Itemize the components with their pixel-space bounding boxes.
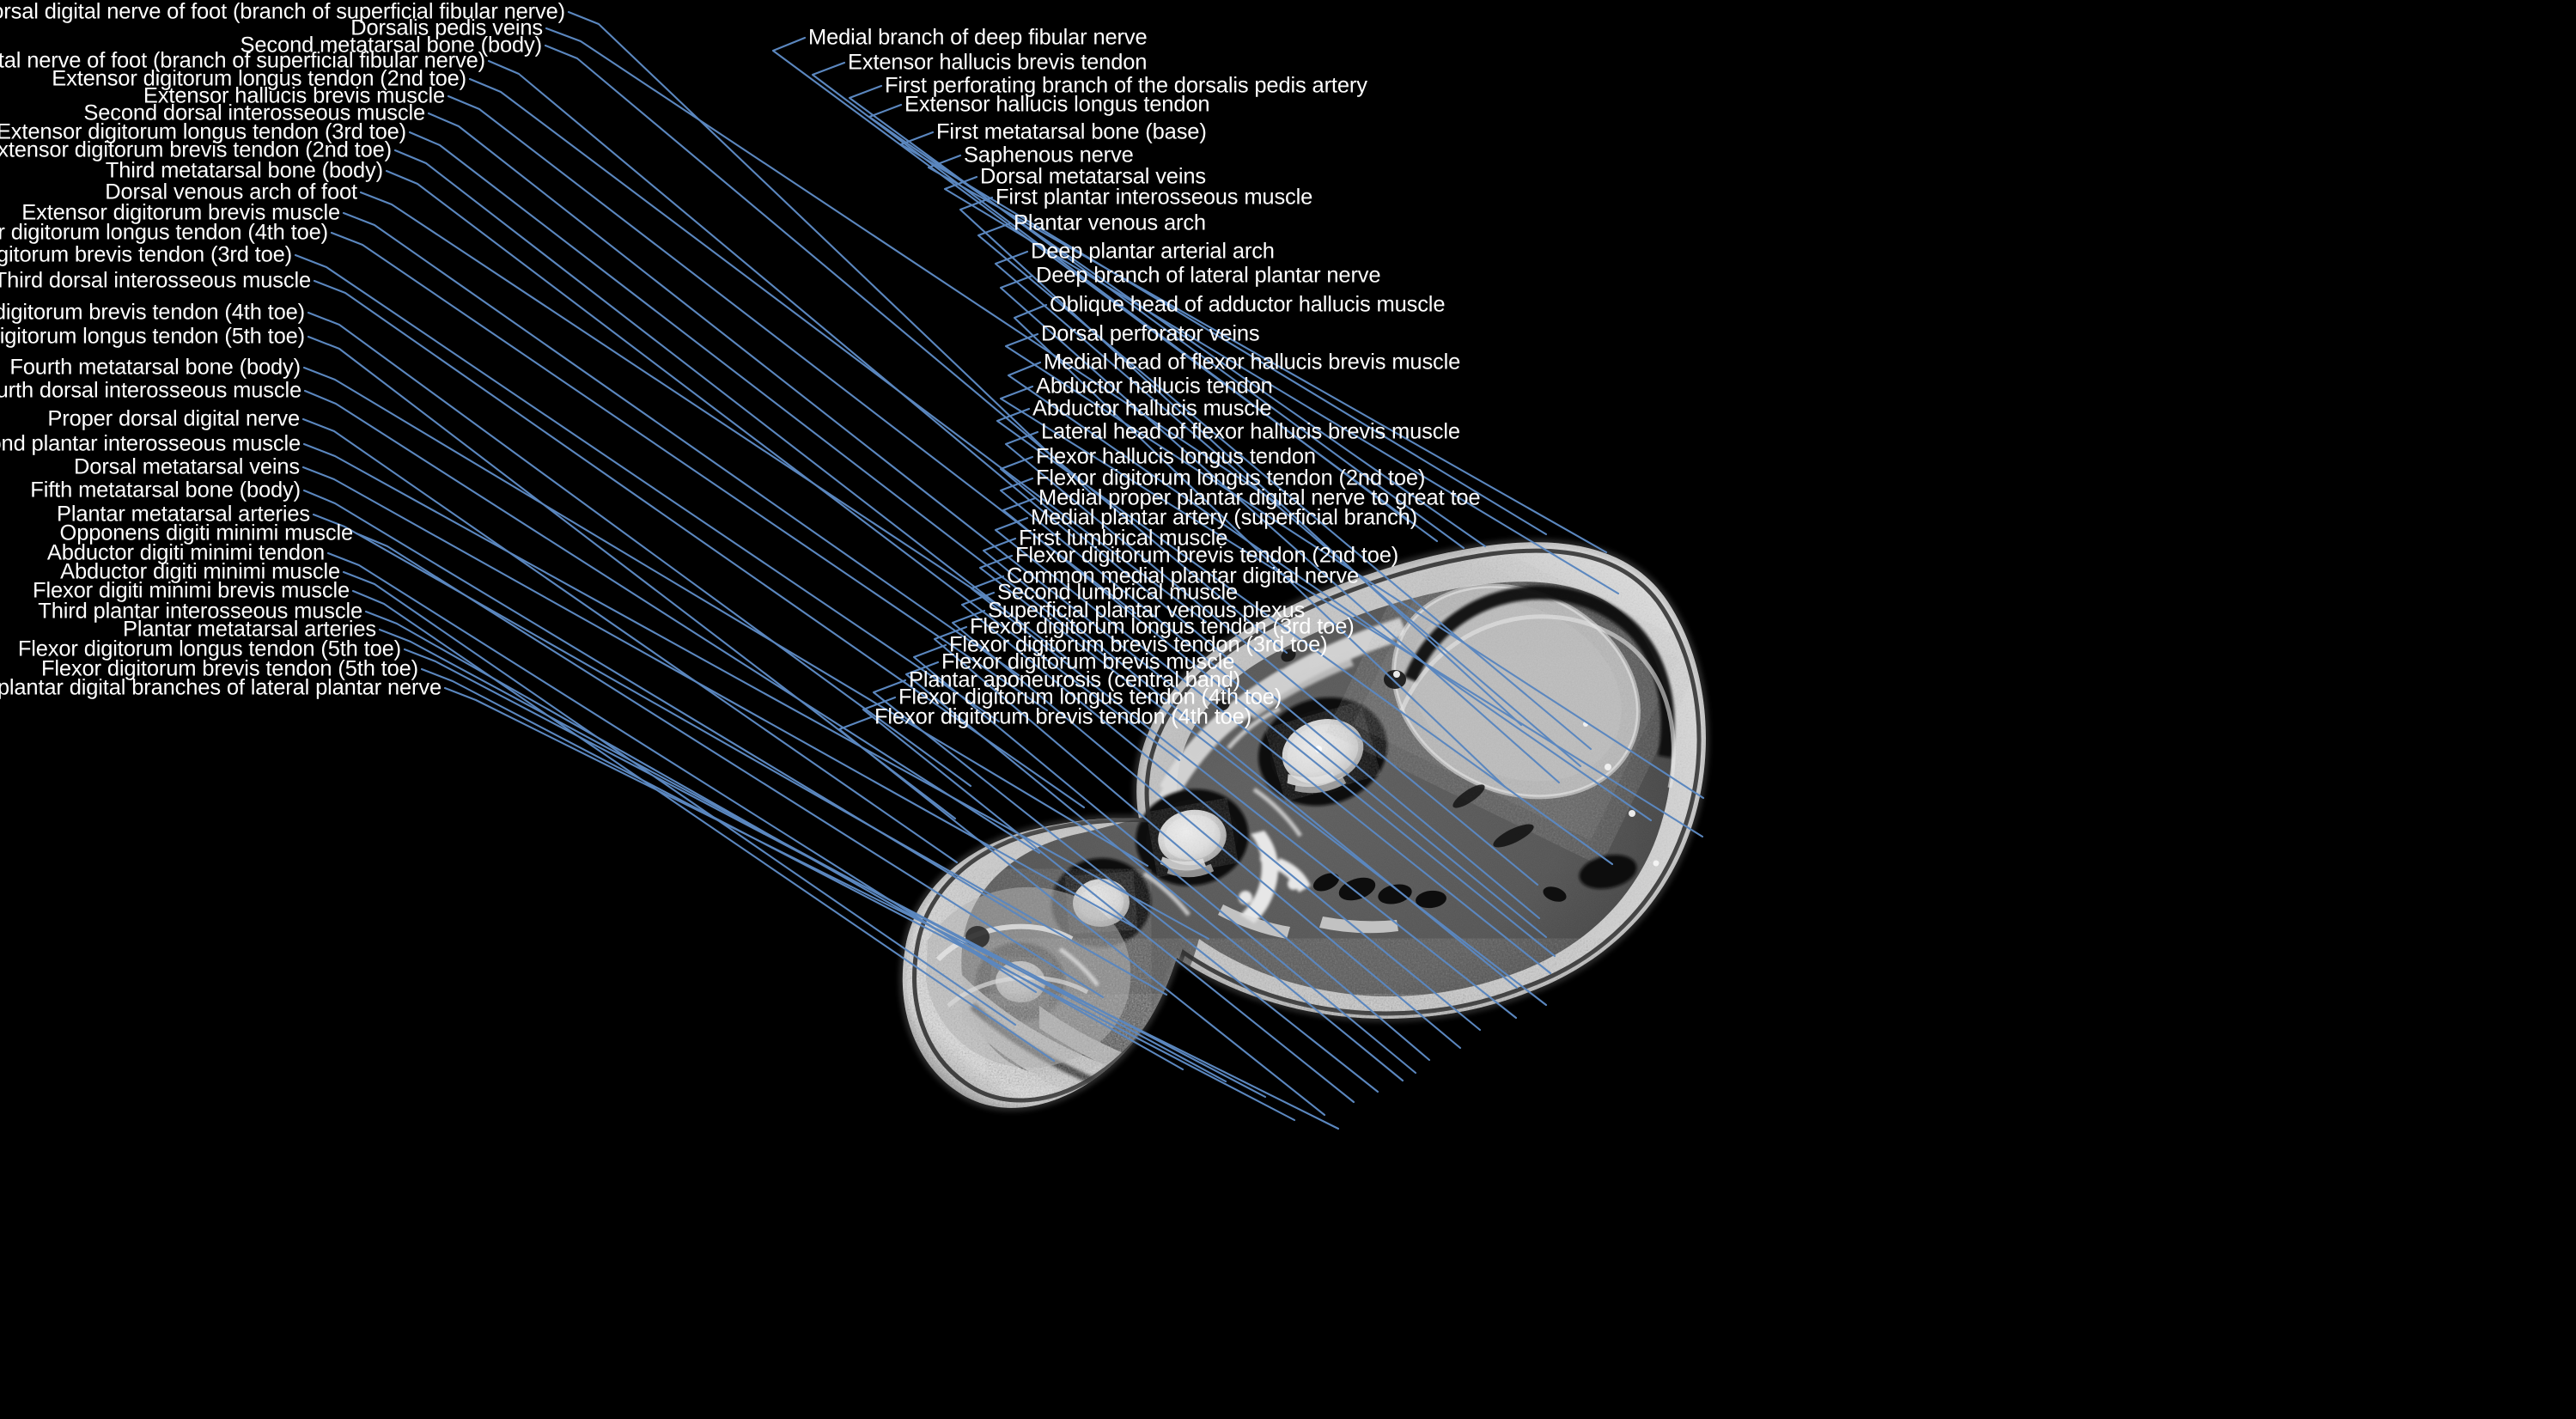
- leader-line: [301, 417, 959, 864]
- anatomy-label: Flexor digitorum brevis muscle: [941, 649, 1235, 674]
- anatomy-label: Flexor digitorum longus tendon (2nd toe): [1036, 466, 1426, 490]
- anatomy-label: Medial head of flexor hallucis brevis mu…: [1044, 350, 1461, 375]
- anatomy-label: Medial branch of deep fibular nerve: [808, 25, 1148, 50]
- anatomy-label: Lateral head of flexor hallucis brevis m…: [1041, 419, 1460, 444]
- anatomy-label: Extensor digitorum longus tendon (5th to…: [0, 324, 305, 349]
- anatomy-label: Abductor hallucis muscle: [1032, 396, 1272, 421]
- anatomy-label: Third dorsal interosseous muscle: [0, 268, 311, 293]
- anatomy-label: Deep plantar arterial arch: [1031, 239, 1275, 264]
- anatomy-label: Extensor digitorum longus tendon (2nd to…: [52, 66, 466, 91]
- anatomy-label: Second metatarsal bone (body): [240, 33, 543, 58]
- anatomy-label: First perforating branch of the dorsalis…: [885, 73, 1367, 98]
- anatomy-label: Flexor digiti minimi brevis muscle: [33, 578, 350, 603]
- anatomy-label: Abductor digiti minimi tendon: [46, 540, 325, 565]
- anatomy-label: Oblique head of adductor hallucis muscle: [1050, 292, 1446, 317]
- anatomy-label: Abductor hallucis tendon: [1036, 374, 1273, 399]
- anatomy-label: Superficial plantar venous plexus: [988, 598, 1306, 623]
- anatomy-label: Deep branch of lateral plantar nerve: [1036, 263, 1381, 288]
- anatomy-label: Extensor digitorum brevis muscle: [21, 200, 340, 225]
- anatomy-label: Medial plantar artery (superficial branc…: [1031, 505, 1418, 530]
- anatomy-label: Second lumbrical muscle: [997, 580, 1239, 605]
- anatomy-label: Second plantar interosseous muscle: [0, 431, 301, 456]
- anatomy-label: Dorsal venous arch of foot: [105, 180, 357, 204]
- anatomy-label: Proper dorsal digital nerve: [47, 406, 300, 431]
- anatomy-label: Fifth metatarsal bone (body): [30, 478, 301, 502]
- anatomy-label: Dorsal metatarsal veins: [980, 164, 1206, 189]
- anatomy-label: Common medial plantar digital nerve: [1007, 563, 1360, 588]
- anatomy-label: Dorsal digital nerve of foot (branch of …: [0, 0, 565, 24]
- anatomy-label: Extensor digitorum brevis tendon (3rd to…: [0, 242, 292, 267]
- anatomy-label: Flexor digitorum longus tendon (5th toe): [17, 636, 401, 661]
- anatomy-label: Extensor digitorum longus tendon (4th to…: [0, 220, 328, 245]
- anatomy-label: Dorsal metatarsal veins: [74, 454, 300, 479]
- anatomy-label: Extensor hallucis brevis muscle: [143, 83, 445, 108]
- anatomy-label: Flexor digitorum longus tendon (3rd toe): [970, 614, 1355, 639]
- anatomy-label: Flexor hallucis longus tendon: [1036, 444, 1316, 469]
- anatomy-label: First lumbrical muscle: [1019, 526, 1228, 551]
- anatomy-label: Opponens digiti minimi muscle: [59, 521, 354, 545]
- anatomy-label: Third metatarsal bone (body): [105, 158, 383, 183]
- anatomy-label: Flexor digitorum brevis tendon (5th toe): [40, 656, 418, 681]
- anatomy-label: Plantar metatarsal arteries: [57, 502, 310, 527]
- anatomy-label: Extensor digitorum brevis tendon (2nd to…: [0, 137, 392, 162]
- anatomy-label: Fourth dorsal interosseous muscle: [0, 378, 301, 403]
- anatomy-label: Plantar venous arch: [1014, 210, 1206, 235]
- anatomy-label: Flexor digitorum brevis tendon (2nd toe): [1015, 543, 1399, 568]
- anatomy-label: Extensor digitorum longus tendon (3rd to…: [0, 119, 406, 144]
- anatomy-label: Plantar aponeurosis (central band): [909, 667, 1241, 692]
- anatomy-label: Fourth metatarsal bone (body): [9, 355, 301, 380]
- anatomy-label: First plantar interosseous muscle: [996, 185, 1313, 210]
- anatomy-label: Flexor digitorum brevis tendon (4th toe): [874, 704, 1252, 729]
- leader-line: [307, 311, 972, 788]
- anatomy-label: Dorsal digital nerve of foot (branch of …: [0, 48, 485, 73]
- anatomy-label: Plantar metatarsal arteries: [123, 617, 376, 642]
- anatomy-label: Extensor hallucis brevis tendon: [848, 50, 1148, 75]
- anatomy-label: Dorsal perforator veins: [1041, 321, 1260, 346]
- anatomy-label: Third plantar interosseous muscle: [38, 599, 362, 624]
- anatomy-label: Dorsalis pedis veins: [350, 15, 543, 40]
- anatomy-label: Extensor hallucis longus tendon: [904, 92, 1210, 117]
- anatomy-label: Medial proper plantar digital nerve to g…: [1038, 485, 1481, 510]
- anatomy-label: Second dorsal interosseous muscle: [83, 100, 425, 125]
- anatomy-label: Flexor digitorum longus tendon (4th toe): [898, 685, 1282, 710]
- anatomy-label: Common plantar digital branches of later…: [0, 675, 442, 700]
- anatomy-label: Flexor digitorum brevis tendon (3rd toe): [949, 632, 1328, 657]
- anatomy-label: Abductor digiti minimi muscle: [60, 559, 340, 584]
- anatomy-label: First metatarsal bone (base): [936, 119, 1207, 144]
- anatomy-label: Extensor digitorum brevis tendon (4th to…: [0, 300, 305, 325]
- leader-line: [307, 335, 957, 820]
- anatomy-label: Saphenous nerve: [964, 143, 1134, 167]
